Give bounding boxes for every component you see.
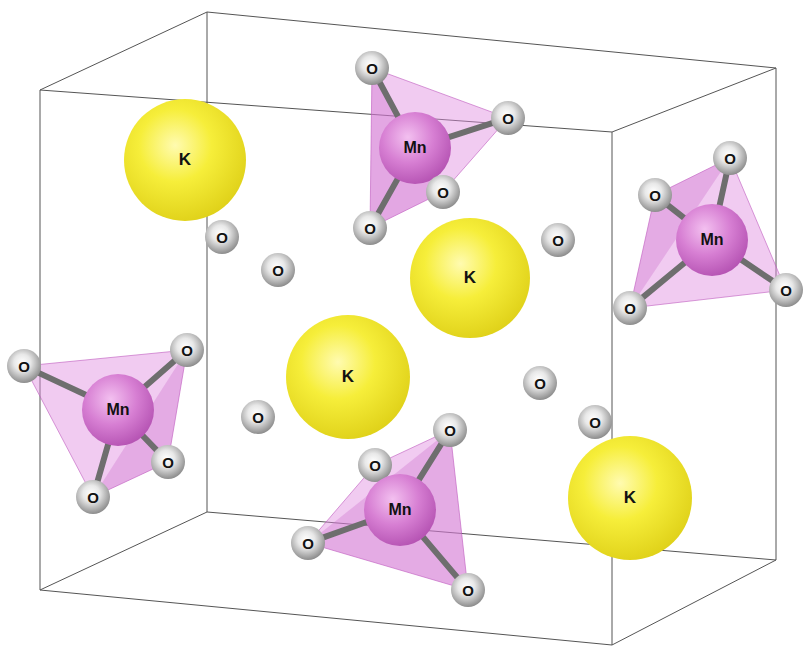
atom-label: O (369, 457, 381, 474)
atom-label: Mn (106, 401, 129, 419)
atom-label: O (181, 342, 193, 359)
oxygen-atom: O (769, 273, 803, 307)
oxygen-atom: O (713, 141, 747, 175)
oxygen-atom: O (355, 51, 389, 85)
oxygen-atom: O (613, 291, 647, 325)
mn-o-bond (447, 123, 493, 138)
atom-label: O (589, 414, 601, 431)
mn-o-bond (379, 81, 399, 118)
oxygen-atom: O (7, 349, 41, 383)
oxygen-atom: O (491, 101, 525, 135)
oxygen-atom: O (638, 178, 672, 212)
potassium-atom: K (286, 315, 410, 439)
potassium-atom: K (410, 218, 530, 338)
atom-label: O (18, 358, 30, 375)
atom-label: O (444, 422, 456, 439)
oxygen-atom: O (205, 220, 239, 254)
manganese-atom: Mn (82, 374, 154, 446)
manganese-atom: Mn (379, 112, 451, 184)
atom-label: K (624, 488, 636, 508)
oxygen-atom: O (541, 223, 575, 257)
oxygen-atom: O (523, 366, 557, 400)
mn-o-bond (38, 372, 88, 395)
atom-label: O (364, 220, 376, 237)
atom-label: O (534, 375, 546, 392)
atom-label: Mn (388, 501, 411, 519)
atom-label: O (252, 409, 264, 426)
potassium-atom: K (568, 436, 692, 560)
atom-label: O (462, 582, 474, 599)
oxygen-atom: O (426, 175, 460, 209)
oxygen-atom: O (578, 405, 612, 439)
atom-label: K (464, 268, 476, 288)
atom-label: Mn (700, 231, 723, 249)
manganese-atom: Mn (364, 474, 436, 546)
mn-o-bond (642, 262, 686, 299)
oxygen-atom: O (433, 413, 467, 447)
oxygen-atom: O (151, 445, 185, 479)
mno4-tetrahedra (24, 68, 786, 590)
oxygen-atom: O (241, 400, 275, 434)
atom-label: O (162, 454, 174, 471)
mn-o-bond (418, 443, 442, 481)
oxygen-atom: O (451, 573, 485, 607)
oxygen-atom: O (261, 253, 295, 287)
oxygen-atom: O (291, 526, 325, 560)
potassium-atom: K (124, 99, 246, 221)
mn-o-bond (144, 360, 176, 388)
atom-label: O (649, 187, 661, 204)
atom-label: O (272, 262, 284, 279)
atom-label: O (502, 110, 514, 127)
mn-o-bond (97, 443, 108, 483)
mn-o-bond (377, 178, 398, 215)
atom-label: O (780, 282, 792, 299)
atom-label: O (624, 300, 636, 317)
oxygen-atom: O (353, 211, 387, 245)
mn-o-bond (667, 204, 686, 219)
atom-label: O (552, 232, 564, 249)
atom-label: O (724, 150, 736, 167)
atom-label: O (302, 535, 314, 552)
oxygen-atom: O (76, 480, 110, 514)
atom-label: O (216, 229, 228, 246)
oxygen-atom: O (170, 333, 204, 367)
atom-label: K (342, 367, 354, 387)
mn-o-bond (740, 259, 773, 282)
atom-label: K (179, 150, 191, 170)
manganese-atom: Mn (676, 204, 748, 276)
atom-label: O (437, 184, 449, 201)
cell-frame (40, 12, 776, 645)
atom-label: Mn (403, 139, 426, 157)
atom-label: O (366, 60, 378, 77)
mn-o-bond (422, 536, 458, 579)
mn-o-bond (322, 521, 368, 537)
atom-label: O (87, 489, 99, 506)
mn-o-bond (719, 173, 726, 207)
mn-o-bond (142, 435, 158, 452)
